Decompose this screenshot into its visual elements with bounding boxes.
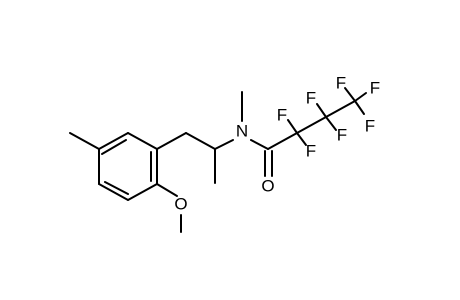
bond-layer bbox=[69, 87, 367, 233]
methoxy-oxygen-label: O bbox=[174, 195, 187, 214]
fluorine-label: F bbox=[306, 89, 316, 108]
fluorine-label: F bbox=[306, 142, 316, 161]
chain-nitrogen-bond bbox=[214, 139, 234, 150]
carbonyl-oxygen-label: O bbox=[261, 177, 274, 196]
c-f-bond bbox=[354, 100, 365, 115]
ring-bond bbox=[127, 132, 158, 150]
benzyl-bond bbox=[156, 132, 187, 150]
c-f-bond bbox=[344, 87, 356, 102]
chain-bond bbox=[185, 132, 216, 150]
fluorine-label: F bbox=[337, 126, 347, 145]
c-f-bond bbox=[325, 116, 337, 131]
ring-bond bbox=[104, 181, 129, 195]
fluorine-label: F bbox=[370, 79, 380, 98]
fluorine-label: F bbox=[277, 106, 287, 125]
chain-bond bbox=[325, 100, 356, 118]
ring-bond bbox=[98, 183, 129, 201]
aryl-oxygen-bond bbox=[156, 183, 178, 197]
methyl-bond bbox=[69, 132, 100, 150]
c-f-bond bbox=[316, 103, 327, 118]
ring-bond bbox=[101, 139, 127, 155]
c-f-bond bbox=[287, 119, 298, 134]
nitrogen-label: N bbox=[236, 122, 248, 141]
ring-bond bbox=[127, 183, 158, 201]
chain-bond bbox=[267, 132, 298, 150]
fluorine-label: F bbox=[336, 74, 346, 93]
label-layer: N O O F F F F F F F bbox=[174, 74, 380, 214]
c-f-bond bbox=[354, 92, 367, 102]
chain-bond bbox=[296, 116, 327, 134]
ring-bond bbox=[98, 132, 129, 150]
c-f-bond bbox=[296, 132, 307, 146]
fluorine-label: F bbox=[365, 117, 375, 136]
n-carbonyl-bond bbox=[250, 139, 269, 150]
